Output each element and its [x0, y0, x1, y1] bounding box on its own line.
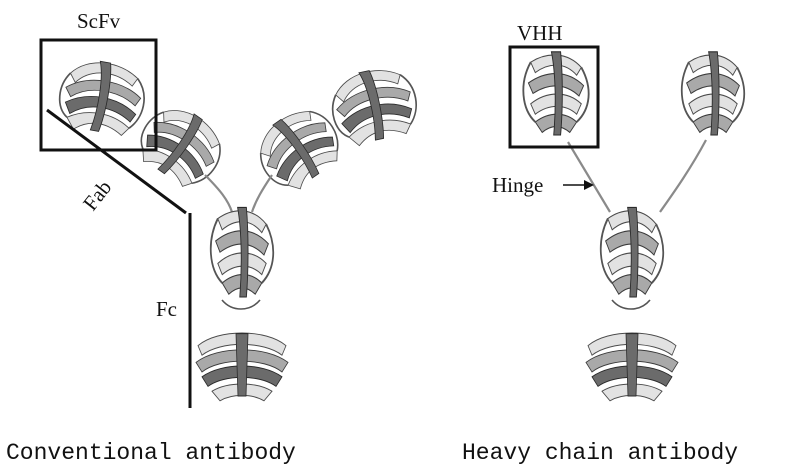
- vhh-label: VHH: [517, 21, 563, 45]
- conventional-antibody-caption: Conventional antibody: [6, 440, 296, 466]
- left-vhh-domain: [523, 52, 588, 135]
- right-hinge-linker-hc: [660, 140, 706, 212]
- scfv-label: ScFv: [77, 9, 121, 33]
- hinge-label: Hinge: [492, 173, 543, 197]
- fc-label: Fc: [156, 297, 177, 321]
- hc-fc-lower-domain: [586, 333, 678, 401]
- heavy-chain-antibody-structure: [523, 52, 744, 401]
- left-hinge-linker: [205, 175, 232, 212]
- right-vhh-domain: [682, 52, 744, 135]
- fc-upper-domain: [211, 207, 273, 297]
- conventional-antibody-structure: [54, 55, 422, 400]
- left-hinge-linker-hc: [568, 142, 610, 212]
- fc-lower-domain: [196, 333, 288, 401]
- right-hinge-linker: [252, 175, 272, 212]
- fab-label: Fab: [78, 175, 116, 215]
- right-constant-domain: [246, 98, 351, 200]
- right-variable-domain: [326, 62, 423, 149]
- fc-linker: [222, 300, 260, 309]
- hc-fc-upper-domain: [601, 207, 663, 297]
- heavy-chain-antibody-caption: Heavy chain antibody: [462, 440, 738, 466]
- hc-fc-linker: [612, 300, 650, 309]
- scfv-highlight-box: [41, 40, 156, 150]
